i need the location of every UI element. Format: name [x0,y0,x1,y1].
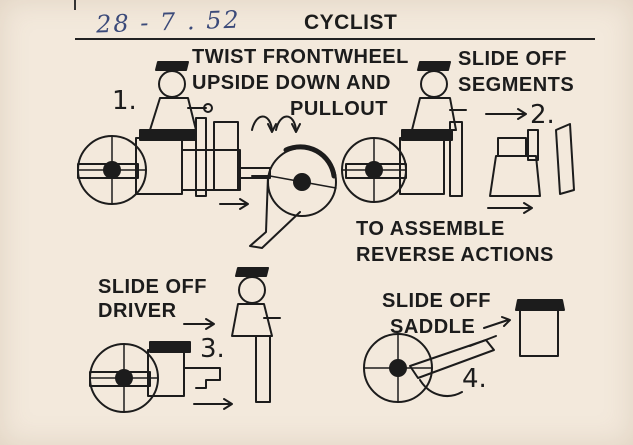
step2-segment [489,155,541,197]
step1-rider-head [158,70,186,98]
step4-saddle-block [519,309,559,357]
step2-rider-cap [417,61,451,71]
step4-illustration [363,299,565,403]
step1-fork [249,175,301,249]
step1-rider-body [149,97,197,131]
step4-crank [409,339,495,379]
step2-illustration [341,61,575,214]
step2-arrow-bottom [487,202,533,214]
step2-number: 2. [530,100,555,130]
step3-arrow-bottom [193,398,233,410]
step2-rider-body [411,97,457,131]
step3-driver-cap [235,267,269,277]
assemble-line2: REVERSE ACTIONS [356,244,554,266]
step1-arrow [219,198,249,210]
step4-line1: SLIDE OFF [382,290,491,312]
corner-mark [74,0,76,10]
step1-mudguard [77,163,139,179]
step2-segment-plate [555,123,575,195]
step4-saddle [515,299,565,311]
step3-number: 3. [200,334,225,364]
step4-line2: SADDLE [390,316,476,338]
step3-driver-head [238,276,266,304]
step3-line2: DRIVER [98,300,177,322]
step1-rider-cap [155,61,189,71]
step1-illustration [77,61,337,249]
step3-driver-body [231,303,273,337]
step2-line2: SEGMENTS [458,74,575,96]
step2-arrow-top [485,108,527,120]
card-title: CYCLIST [304,11,398,34]
step3-illustration [89,267,281,413]
step3-arrow-top [183,318,215,330]
step4-arrow [483,316,511,329]
step2-rider-head [420,70,448,98]
assemble-line1: TO ASSEMBLE [356,218,505,240]
step1-line2: UPSIDE DOWN AND [192,72,391,94]
step1-number: 1. [112,86,137,116]
title-underline [75,38,595,40]
step1-line3: PULLOUT [290,98,388,120]
step3-driver-post [255,335,271,403]
step3-line1: SLIDE OFF [98,276,207,298]
step2-line1: SLIDE OFF [458,48,567,70]
step1-line1: TWIST FRONTWHEEL [192,46,409,68]
step4-number: 4. [462,364,487,394]
step3-frame [147,349,185,397]
